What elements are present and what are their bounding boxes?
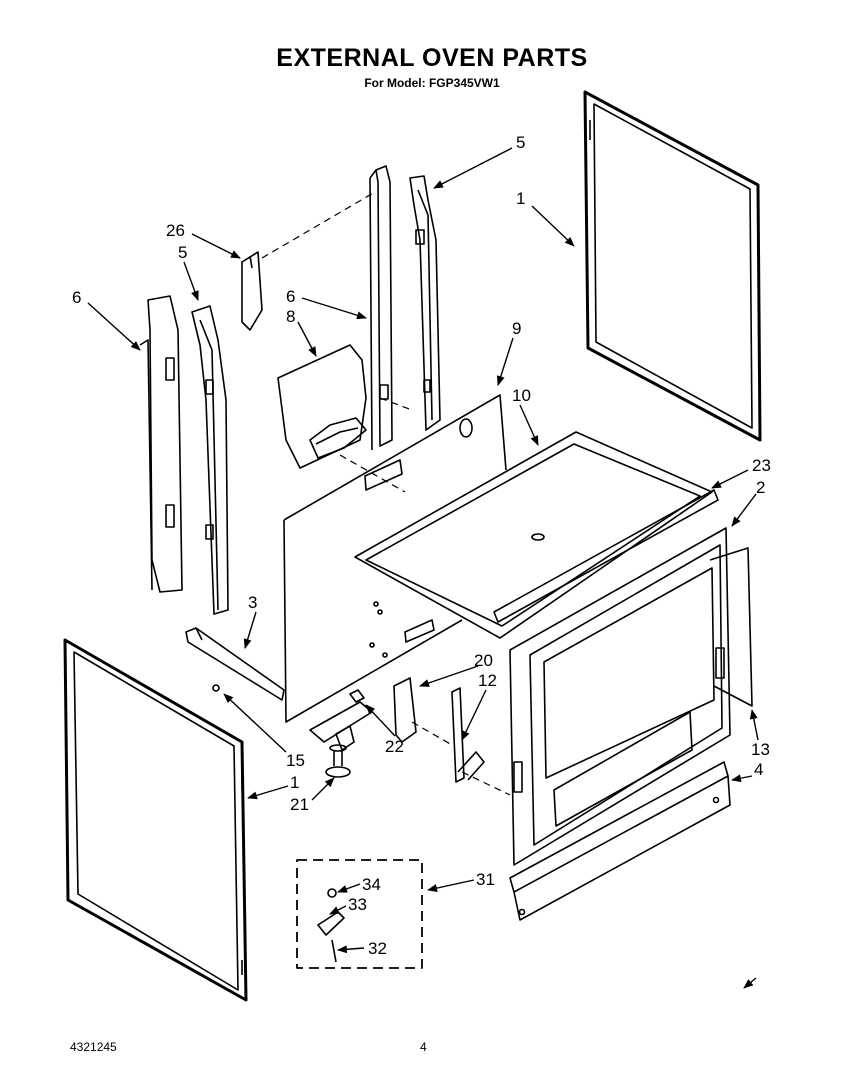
callout-6-mid: 6 (286, 287, 295, 306)
part-9-back-panel (283, 394, 507, 723)
part-1-side-panel-bottom (63, 638, 248, 1002)
part-10-oven-bottom (354, 431, 713, 639)
alignment-lines (261, 191, 511, 796)
part-15-screw (212, 684, 220, 692)
part-12-hinge (451, 687, 485, 783)
part-13-door-seal (709, 547, 753, 707)
callout-2: 2 (756, 478, 765, 497)
callout-15: 15 (286, 751, 305, 770)
model-subtitle: For Model: FGP345VW1 (364, 76, 500, 90)
callout-13: 13 (751, 740, 770, 759)
callout-3: 3 (248, 593, 257, 612)
callout-31: 31 (476, 870, 495, 889)
part-1-side-panel-top (583, 90, 762, 442)
part-3-lower-rail (185, 627, 285, 701)
callout-21: 21 (290, 795, 309, 814)
callout-32: 32 (368, 939, 387, 958)
part-4-kick-panel (509, 761, 731, 921)
part-8-duct (277, 344, 367, 469)
callout-5-top: 5 (516, 133, 525, 152)
callout-12: 12 (478, 671, 497, 690)
callout-10: 10 (512, 386, 531, 405)
callout-9: 9 (512, 319, 521, 338)
callout-5-left: 5 (178, 243, 187, 262)
base-bracket (309, 701, 373, 751)
part-31-kit-box (296, 859, 423, 969)
part-6-channel-center (369, 165, 393, 451)
part-22-clip (349, 689, 365, 703)
callout-6-left: 6 (72, 288, 81, 307)
part-5-side-rail-left (191, 305, 229, 615)
callout-4: 4 (754, 760, 763, 779)
callout-1-top: 1 (516, 189, 525, 208)
part-21-leveling-leg (325, 744, 351, 778)
part-20-panel (393, 677, 417, 743)
callout-23: 23 (752, 456, 771, 475)
callout-22: 22 (385, 737, 404, 756)
page-number: 4 (420, 1040, 427, 1054)
part-5-side-rail-top (409, 175, 441, 431)
document-number: 4321245 (70, 1040, 117, 1054)
callout-20: 20 (474, 651, 493, 670)
part-6-channel-left (139, 295, 183, 593)
part-26-bracket (241, 251, 263, 331)
page-title: EXTERNAL OVEN PARTS (276, 44, 588, 72)
callout-1-bottom: 1 (290, 773, 299, 792)
leader-arrows (87, 147, 759, 989)
callout-26: 26 (166, 221, 185, 240)
callout-33: 33 (348, 895, 367, 914)
part-23-trim-strip (493, 489, 719, 623)
callout-34: 34 (362, 875, 381, 894)
part-2-front-frame (509, 527, 731, 866)
callout-8: 8 (286, 307, 295, 326)
